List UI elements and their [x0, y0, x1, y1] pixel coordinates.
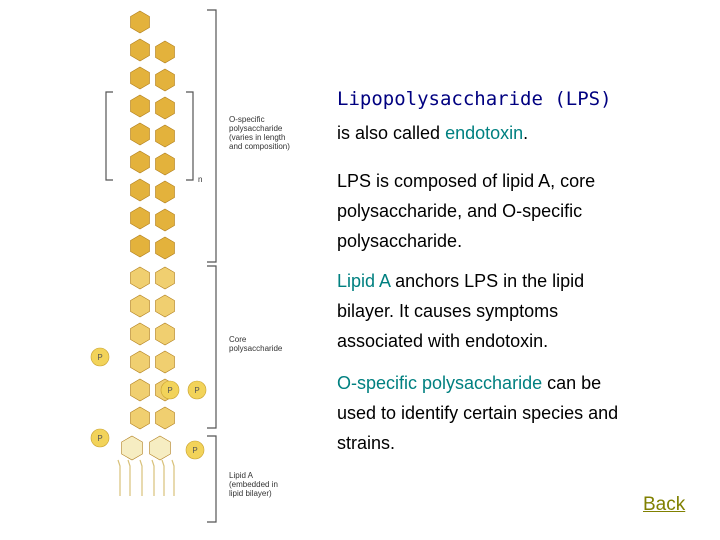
fatty-acid-tail	[117, 459, 121, 496]
brackets	[105, 9, 217, 523]
lipid-a-term: Lipid A	[337, 271, 391, 291]
core-sugar-branch	[155, 322, 175, 346]
o-sugar-unit	[130, 122, 150, 146]
core-sugar-unit	[130, 266, 150, 290]
o-sugar-unit	[130, 38, 150, 62]
core-sugar-unit	[130, 322, 150, 346]
fatty-acid-tail	[139, 459, 143, 496]
core-label-line-2: polysaccharide	[229, 344, 283, 353]
core-label: Core polysaccharide	[229, 335, 283, 353]
lipid-a-label-line-3: lipid bilayer)	[229, 489, 272, 498]
p3-text: anchors LPS in the lipid bilayer. It cau…	[337, 271, 585, 351]
fatty-acid-tail	[171, 459, 175, 496]
paragraph-o-specific: O-specific polysaccharide can be used to…	[337, 368, 637, 458]
lipid-a-label-line-1: Lipid A	[229, 471, 254, 480]
core-sugar-branch	[155, 350, 175, 374]
o-specific-label-line-4: and composition)	[229, 142, 290, 151]
o-sugar-branch	[155, 180, 175, 204]
o-specific-label-line-3: (varies in length	[229, 133, 285, 142]
core-label-line-1: Core	[229, 335, 247, 344]
phosphate-group	[90, 347, 110, 367]
o-sugar-unit	[130, 94, 150, 118]
o-sugar-branch	[155, 124, 175, 148]
phosphate-group	[187, 380, 207, 400]
lipid-a-label-line-2: (embedded in	[229, 480, 278, 489]
lps-structure-diagram: P P P P P O-specific polysaccharide (varies …	[90, 9, 290, 523]
o-sugar-unit	[130, 66, 150, 90]
o-specific-label-line-1: O-specific	[229, 115, 265, 124]
o-specific-label-line-2: polysaccharide	[229, 124, 283, 133]
phosphate-group	[160, 380, 180, 400]
p1-end: .	[523, 123, 529, 143]
o-sugar-branch	[155, 96, 175, 120]
slide-title: Lipopolysaccharide (LPS)	[337, 88, 612, 110]
core-sugar-unit	[130, 294, 150, 318]
o-sugar-unit	[130, 178, 150, 202]
sugar-chain: P P P P P	[90, 10, 207, 496]
phosphate-label: P	[97, 434, 102, 443]
o-sugar-unit	[130, 234, 150, 258]
o-sugar-branch	[155, 40, 175, 64]
lipid-a-label: Lipid A (embedded in lipid bilayer)	[229, 471, 278, 498]
paragraph-composition: LPS is composed of lipid A, core polysac…	[337, 171, 596, 251]
o-sugar-unit	[130, 150, 150, 174]
core-sugar-branch	[155, 266, 175, 290]
endotoxin-term: endotoxin	[445, 123, 524, 143]
paragraph-endotoxin: is also called endotoxin.	[337, 120, 528, 146]
core-sugar-branch	[155, 294, 175, 318]
phosphate-label: P	[97, 353, 102, 362]
lipid-a-sugar	[121, 435, 143, 461]
o-sugar-unit	[130, 10, 150, 34]
back-link[interactable]: Back	[643, 494, 686, 515]
phosphate-label: P	[192, 446, 197, 455]
phosphate-group	[185, 440, 205, 460]
paragraph-lipid-a: Lipid A anchors LPS in the lipid bilayer…	[337, 266, 637, 356]
phosphate-label: P	[167, 386, 172, 395]
core-sugar-branch	[155, 406, 175, 430]
fatty-acid-tail	[151, 459, 155, 496]
lipid-a-sugar	[149, 435, 171, 461]
repeat-n-label: n	[198, 175, 202, 184]
o-specific-label: O-specific polysaccharide (varies in len…	[198, 115, 290, 184]
o-sugar-branch	[155, 68, 175, 92]
o-sugar-branch	[155, 208, 175, 232]
o-sugar-branch	[155, 152, 175, 176]
o-specific-term: O-specific polysaccharide	[337, 373, 543, 393]
p4-text: can be used to identify certain species …	[337, 373, 619, 453]
fatty-acid-tail	[127, 459, 131, 496]
o-sugar-unit	[130, 206, 150, 230]
core-sugar-unit	[130, 378, 150, 402]
phosphate-group	[90, 428, 110, 448]
phosphate-label: P	[194, 386, 199, 395]
core-sugar-unit	[130, 406, 150, 430]
o-sugar-branch	[155, 236, 175, 260]
core-sugar-unit	[130, 350, 150, 374]
p1-text: is also called	[337, 123, 446, 143]
fatty-acid-tail	[161, 459, 165, 496]
